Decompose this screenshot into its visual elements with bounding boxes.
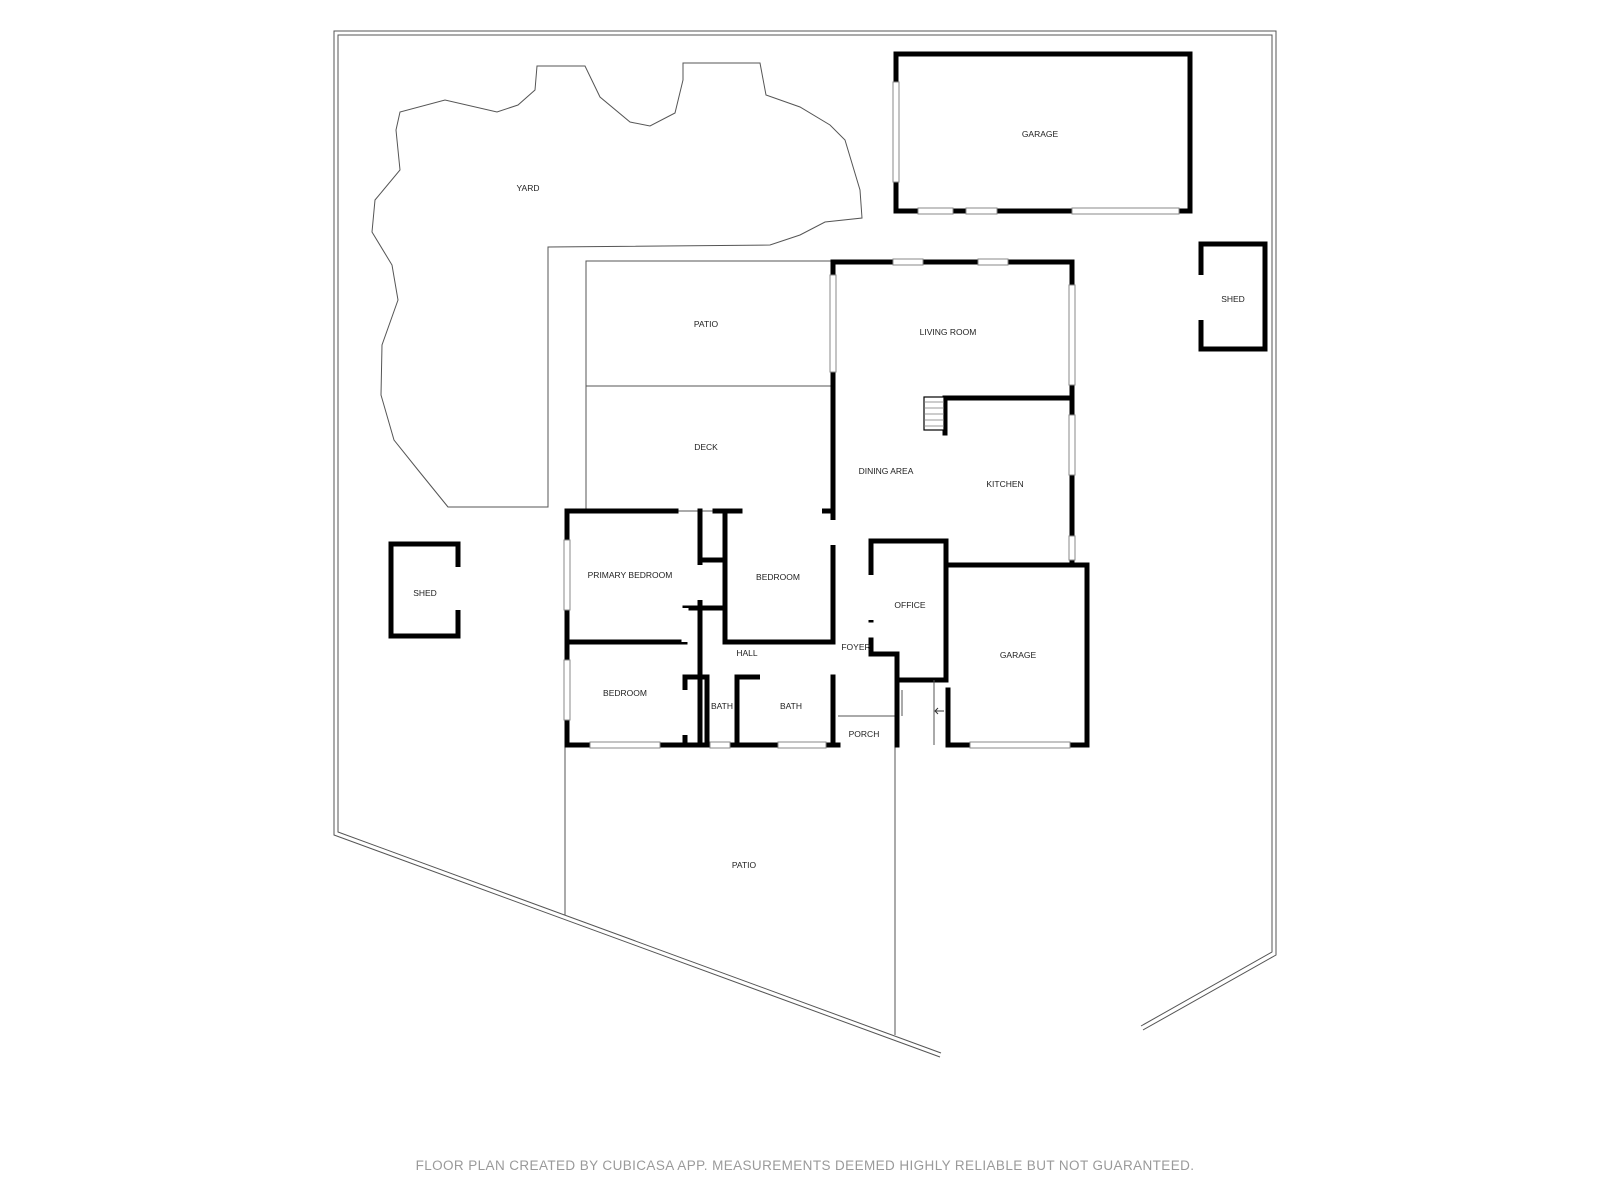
bedroom-2-label: BEDROOM bbox=[603, 688, 647, 698]
office-label: OFFICE bbox=[894, 600, 925, 610]
porch-label: PORCH bbox=[849, 729, 880, 739]
house-walls bbox=[563, 258, 1090, 749]
yard-area bbox=[371, 62, 863, 508]
bath-2-label: BATH bbox=[780, 701, 802, 711]
patio-deck-outline bbox=[585, 260, 834, 512]
detached-garage-walls bbox=[892, 51, 1193, 215]
primary-bedroom-label: PRIMARY BEDROOM bbox=[588, 570, 673, 580]
bath-1-label: BATH bbox=[711, 701, 733, 711]
hall-label: HALL bbox=[736, 648, 758, 658]
garage-detached-label: GARAGE bbox=[1022, 129, 1059, 139]
patio-bottom-label: PATIO bbox=[732, 860, 757, 870]
foyer-label: FOYER bbox=[841, 642, 870, 652]
dining-area-label: DINING AREA bbox=[859, 466, 914, 476]
living-room-label: LIVING ROOM bbox=[920, 327, 977, 337]
footer-disclaimer: FLOOR PLAN CREATED BY CUBICASA APP. MEAS… bbox=[416, 1158, 1195, 1173]
yard-label: YARD bbox=[517, 183, 540, 193]
kitchen-label: KITCHEN bbox=[986, 479, 1023, 489]
shed-right-label: SHED bbox=[1221, 294, 1245, 304]
shed-right-walls bbox=[1197, 241, 1268, 352]
patio-top-label: PATIO bbox=[694, 319, 719, 329]
shed-left-label: SHED bbox=[413, 588, 437, 598]
room-labels: YARD GARAGE SHED SHED PATIO LIVING ROOM … bbox=[413, 129, 1245, 870]
bedroom-1-label: BEDROOM bbox=[756, 572, 800, 582]
property-boundary bbox=[333, 30, 1277, 1058]
deck-label: DECK bbox=[694, 442, 718, 452]
garage-attached-label: GARAGE bbox=[1000, 650, 1037, 660]
shed-left-walls bbox=[388, 541, 462, 639]
